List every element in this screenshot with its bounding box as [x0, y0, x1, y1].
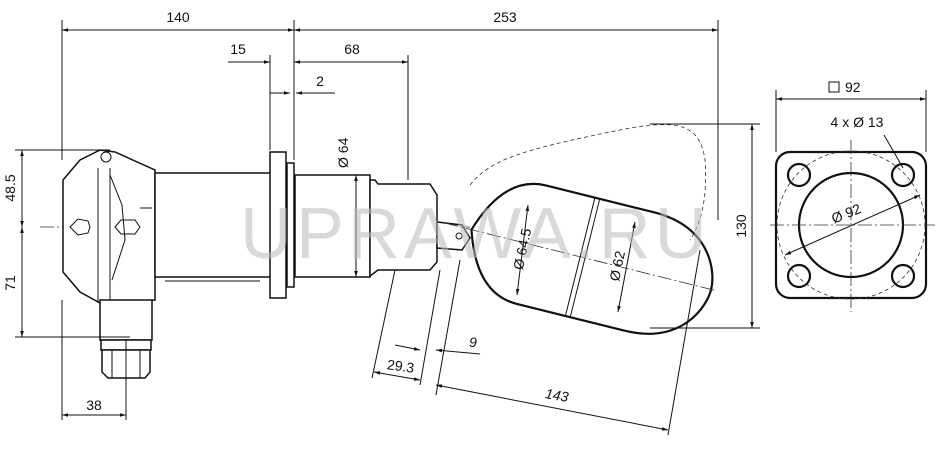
- dim-float-diameter-2: Ø 62: [606, 249, 628, 282]
- dim-143: 143: [544, 385, 570, 405]
- dimension-lines: [15, 20, 927, 436]
- square-symbol-icon: [828, 81, 840, 93]
- mounting-flange: [269, 151, 287, 299]
- dim-15: 15: [230, 41, 246, 57]
- float-swing-outline: [469, 124, 706, 241]
- dim-71: 71: [2, 275, 18, 291]
- dim-flange-square: 92: [845, 79, 861, 95]
- switch-head-housing: [62, 149, 156, 304]
- dim-tube-diameter: Ø 64: [335, 137, 351, 168]
- flange-top-view: [770, 134, 935, 312]
- gasket: [286, 162, 295, 288]
- watermark: UPRAWA.RU: [240, 194, 711, 274]
- dim-253: 253: [493, 9, 517, 25]
- dim-9: 9: [469, 334, 477, 350]
- dim-38: 38: [86, 397, 102, 413]
- dim-68: 68: [344, 41, 360, 57]
- float: [444, 182, 717, 335]
- dim-29-3: 29.3: [386, 356, 415, 376]
- float-pivot: [436, 221, 471, 251]
- dim-bolt-holes: 4 x Ø 13: [831, 114, 884, 130]
- dim-130: 130: [733, 214, 749, 238]
- dim-140: 140: [166, 9, 190, 25]
- switch-body: [154, 172, 272, 278]
- dim-48-5: 48.5: [2, 174, 18, 201]
- dim-2: 2: [316, 73, 324, 89]
